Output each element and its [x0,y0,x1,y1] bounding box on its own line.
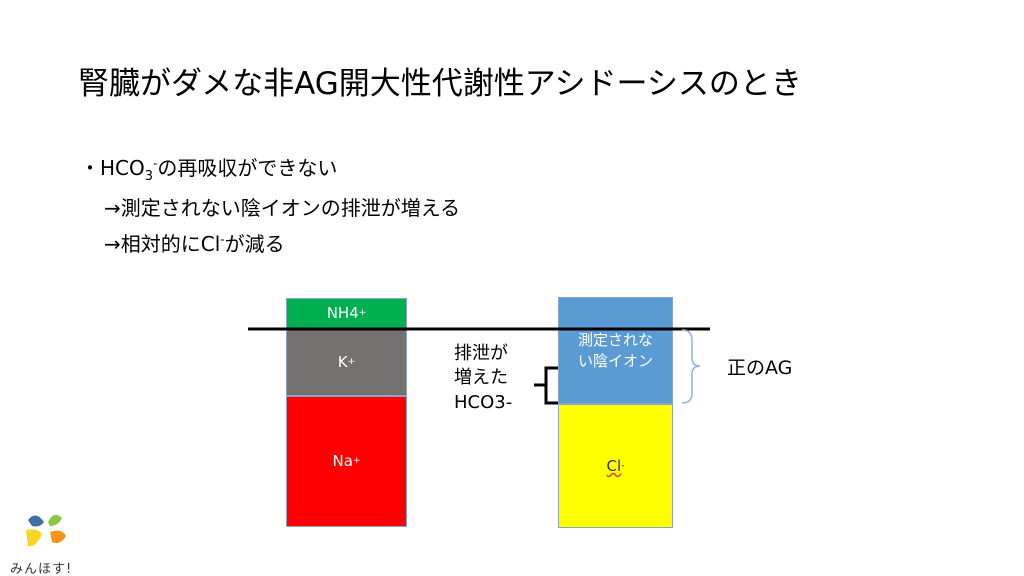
label: い陰イオン [577,351,653,370]
superscript: - [220,232,225,247]
positive-ag-label: 正のAG [727,357,793,379]
text: →相対的にCl [104,232,221,256]
curly-brace [681,329,701,404]
bullet-line-2: →測定されない陰イオンの排泄が増える [104,196,461,220]
text: が減る [224,232,285,256]
nh4-label: NH4 [326,304,359,323]
bracket [534,366,558,405]
charge: + [358,308,367,319]
logo-icon [26,514,66,547]
na-block: Na+ [286,396,407,527]
k-block: K+ [286,329,407,396]
subscript: 3 [144,169,154,184]
label: 排泄が [454,343,508,364]
label: HCO3- [454,391,513,413]
charge: - [621,460,625,471]
unmeasured-anion-block: 測定されない陰イオン [558,297,673,404]
charge: + [352,456,361,467]
superscript: - [153,156,158,171]
text: ・HCO [80,156,145,180]
label: 増えた [454,367,508,389]
bullet-line-1: ・HCO3-の再吸収ができない [80,152,337,184]
text: の再吸収ができない [157,156,338,180]
cl-label: Cl [606,456,622,475]
slide-title: 腎臓がダメな非AG開大性代謝性アシドーシスのとき [78,66,802,102]
label: 測定されな [577,331,653,350]
charge: + [347,357,356,368]
k-label: K [337,353,348,372]
logo-text: みんほす! [10,562,73,576]
na-label: Na [332,452,353,471]
bullet-line-3: →相対的にCl-が減る [104,228,285,257]
cl-block: Cl- [558,404,673,528]
logo: みんほす! [10,508,85,576]
